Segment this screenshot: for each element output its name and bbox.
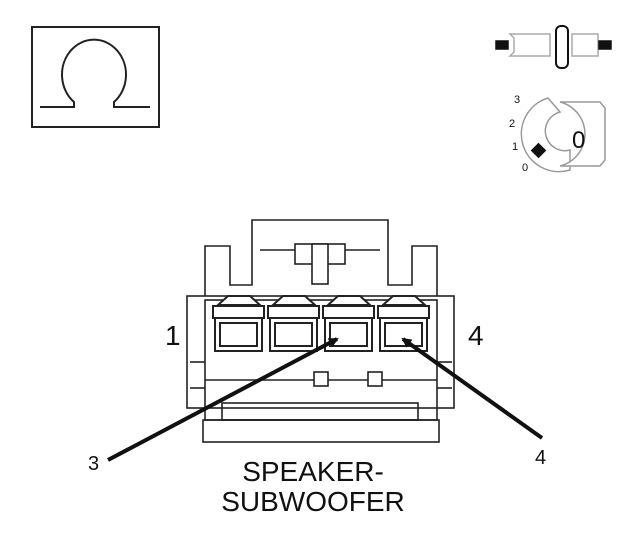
- omega-icon: [40, 38, 150, 108]
- disconnect-connector-icon: [495, 25, 612, 69]
- connector-end-label-left: 1: [165, 320, 181, 351]
- cavity-2: [267, 295, 320, 352]
- connector-end-label-right: 4: [468, 320, 484, 351]
- ohmmeter-symbol: [31, 26, 160, 128]
- cavity-4: [377, 295, 430, 352]
- connector-face: [186, 219, 455, 443]
- connector-caption-line-2: SUBWOOFER: [221, 486, 405, 517]
- ignition-position-1: 1: [512, 141, 518, 153]
- cavity-1: [212, 295, 265, 352]
- ignition-position-2: 2: [509, 118, 515, 130]
- ignition-pointer: [530, 142, 547, 159]
- terminal-cavities: [212, 295, 430, 352]
- callout-label-3: 3: [88, 453, 99, 475]
- ignition-key-icon: 3 2 1 0 0: [509, 94, 606, 174]
- callout-arrow-pin-4: [401, 337, 544, 440]
- ohmmeter-frame: [31, 26, 160, 128]
- connector-caption-line-1: SPEAKER-: [242, 456, 384, 487]
- callout-arrow-pin-3: [107, 337, 339, 462]
- ignition-key-marking: 0: [572, 127, 585, 154]
- ignition-position-0: 0: [522, 162, 528, 174]
- cavity-3: [322, 295, 375, 352]
- ignition-position-3: 3: [514, 94, 520, 106]
- callout-label-4: 4: [535, 447, 546, 469]
